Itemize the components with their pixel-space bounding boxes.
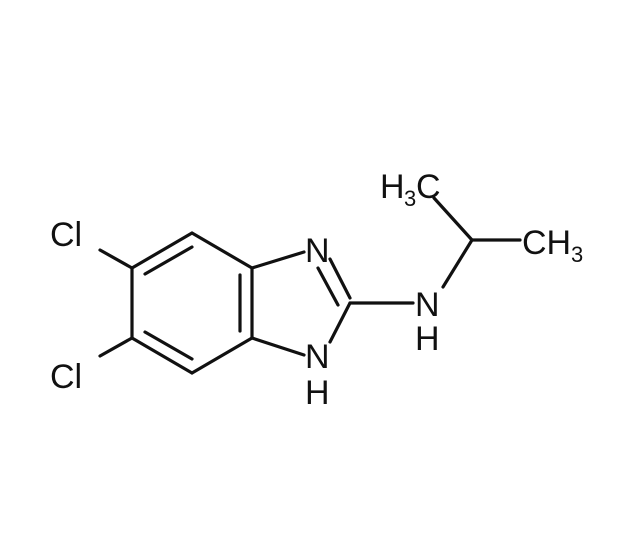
substituent-bonds bbox=[98, 196, 522, 358]
bond-n3-c2-double-a bbox=[328, 257, 352, 300]
atom-ch3-right-subscript: 3 bbox=[571, 242, 583, 267]
atom-h3c-subscript: 3 bbox=[404, 186, 416, 211]
bond-n3-c2-double-b bbox=[316, 266, 340, 307]
atom-cl-top: Cl bbox=[50, 216, 82, 254]
atom-h3c-c: C bbox=[416, 168, 441, 206]
bond-nh-ch bbox=[441, 238, 474, 289]
bond-benzene-upper-right bbox=[190, 231, 254, 270]
atom-h3c-h: H bbox=[380, 168, 405, 206]
imidazole-ring bbox=[250, 250, 352, 357]
atom-n-ring-nh: N bbox=[305, 338, 330, 376]
bond-ch-ch3-left bbox=[432, 196, 474, 242]
bond-cl-bottom bbox=[98, 336, 134, 358]
bond-benzene-lower-right bbox=[190, 336, 254, 375]
bond-cl-top bbox=[98, 248, 134, 270]
bond-benzene-inner-bottom bbox=[143, 330, 194, 361]
bond-c2-n1 bbox=[328, 301, 352, 344]
atom-n-amine: N bbox=[415, 286, 440, 324]
atom-labels: Cl Cl N N H N H H 3 C CH 3 bbox=[50, 168, 583, 412]
atom-ch3-right-ch: CH bbox=[522, 224, 571, 262]
bond-benzene-bottom bbox=[130, 336, 194, 375]
atom-h-ring-nh: H bbox=[305, 374, 330, 412]
bond-n1-c7a bbox=[250, 336, 306, 357]
benzene-ring bbox=[130, 231, 254, 375]
bond-benzene-inner-top bbox=[143, 245, 194, 276]
atom-cl-bottom: Cl bbox=[50, 358, 82, 396]
atom-h-amine: H bbox=[415, 320, 440, 358]
atom-n-ring: N bbox=[305, 232, 330, 270]
bond-c3a-n3 bbox=[250, 250, 306, 270]
bond-benzene-top bbox=[130, 231, 194, 270]
